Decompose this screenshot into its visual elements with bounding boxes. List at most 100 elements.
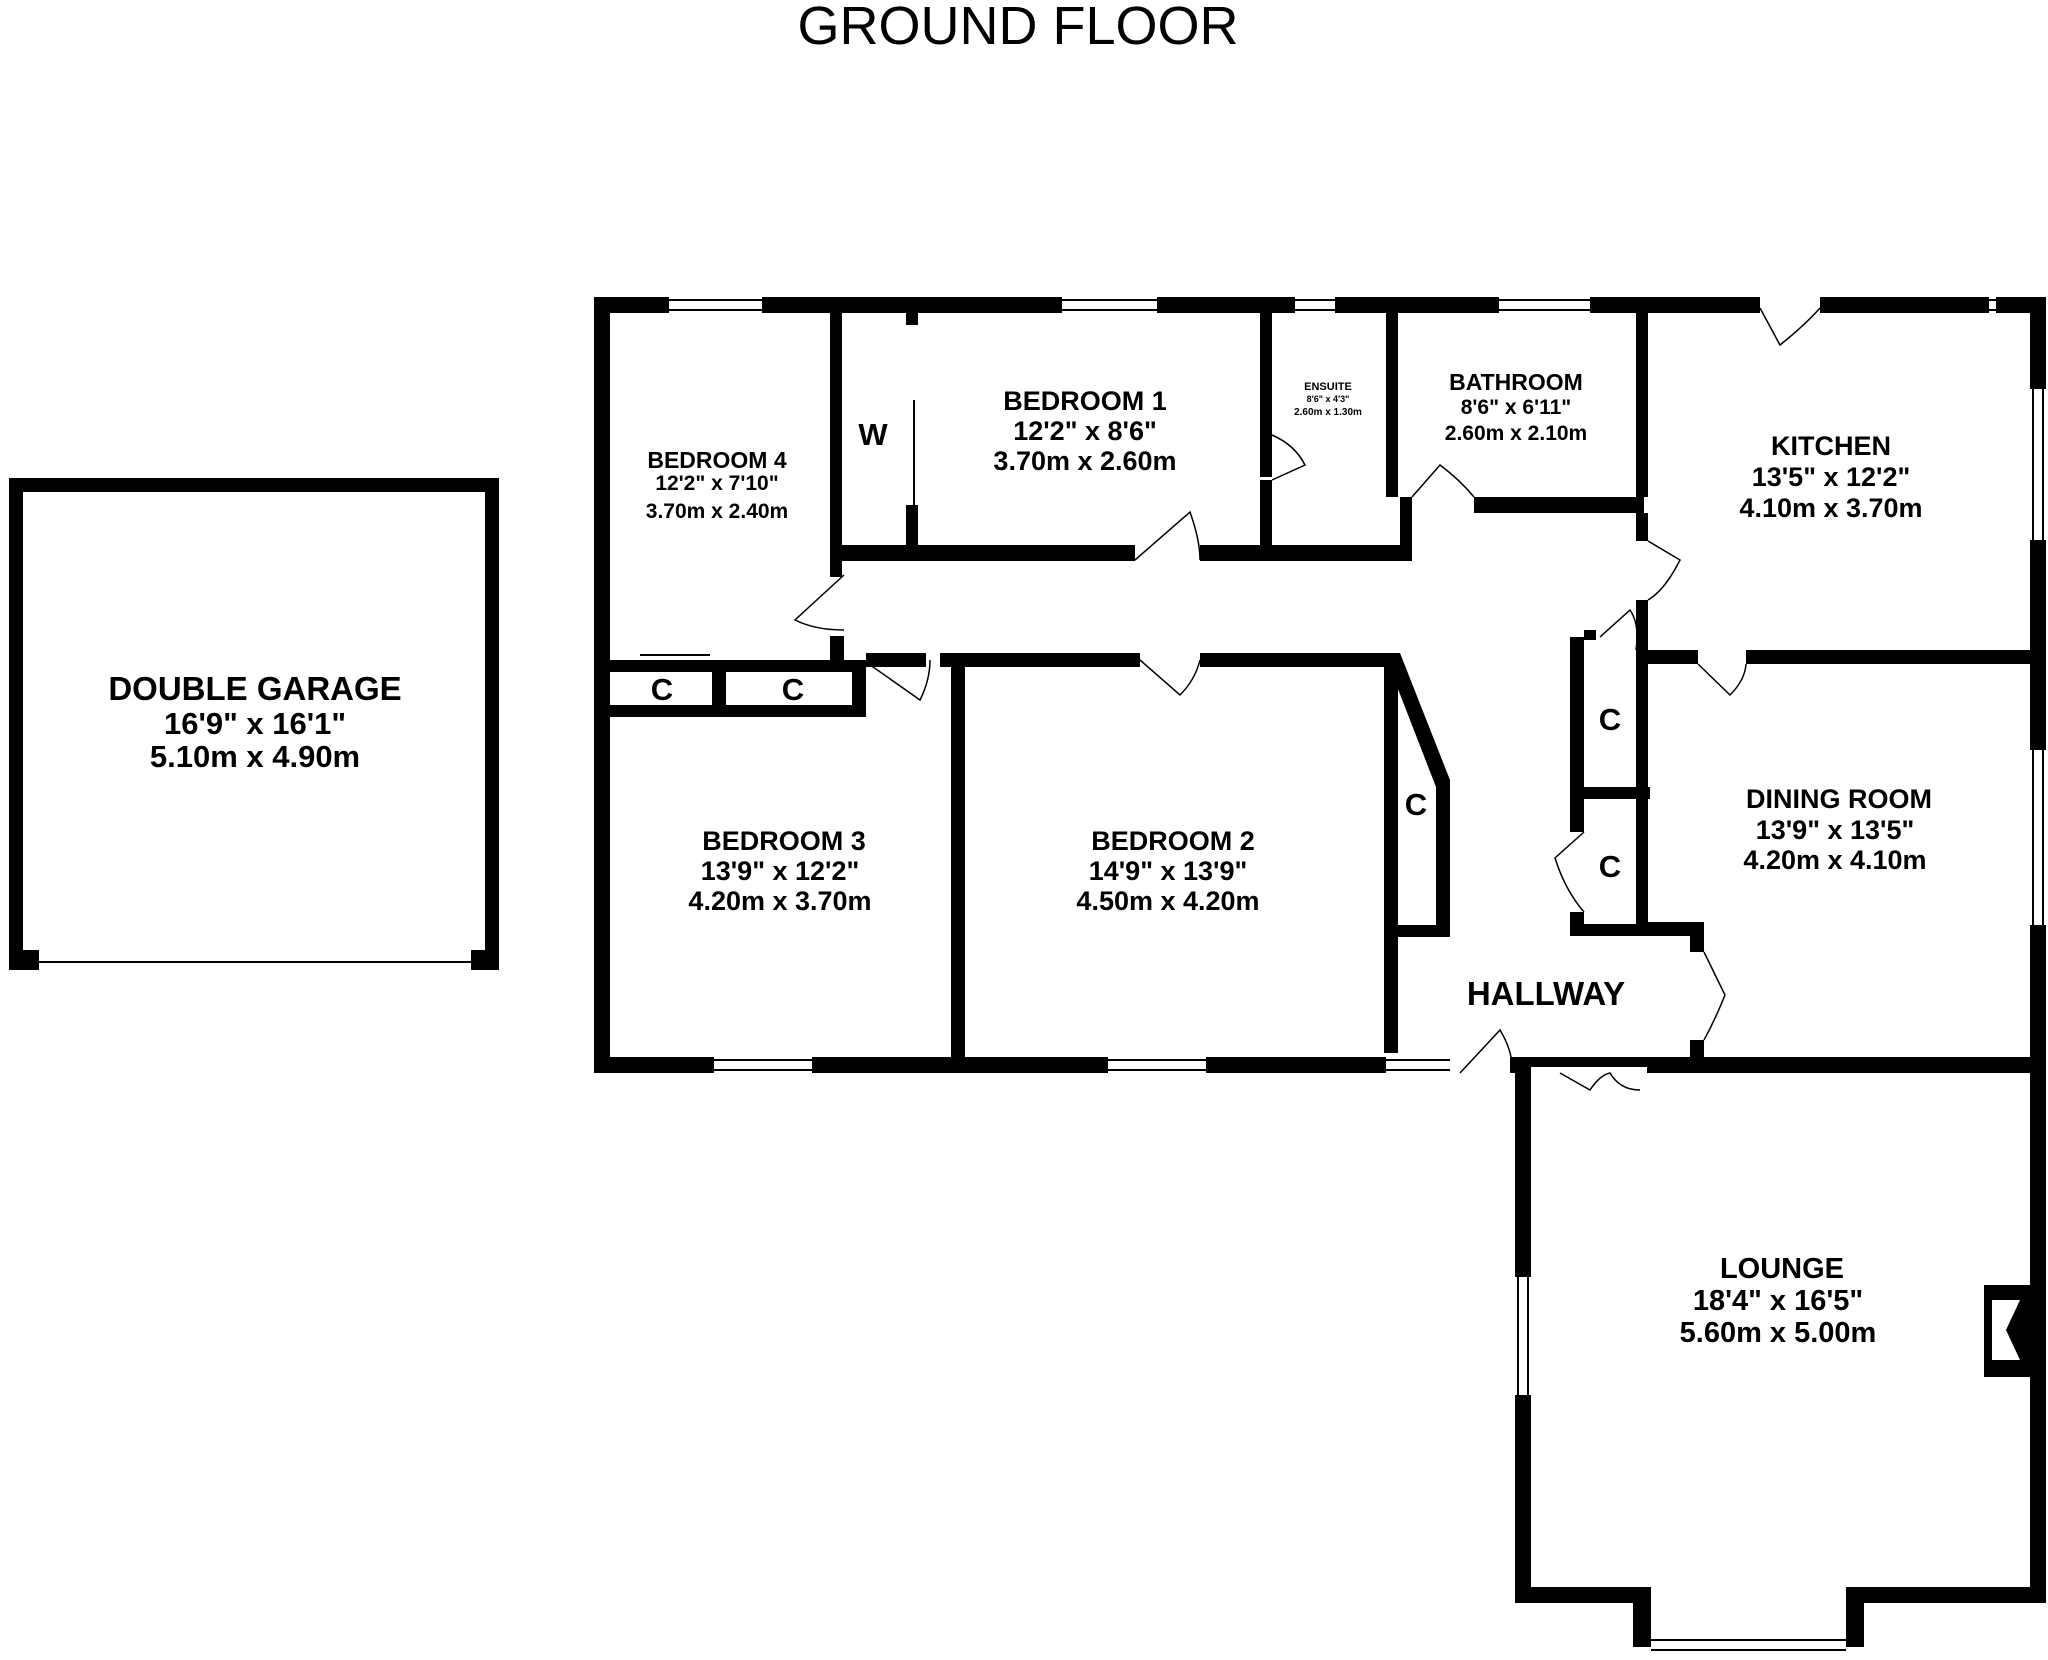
- kitchen-name: KITCHEN: [1771, 431, 1891, 461]
- wall: [1384, 925, 1450, 937]
- wall: [1260, 480, 1272, 545]
- wall: [594, 660, 864, 672]
- wall: [1570, 787, 1650, 799]
- wall: [1474, 497, 1644, 513]
- bathroom-name: BATHROOM: [1449, 369, 1583, 395]
- wall: [940, 653, 1140, 667]
- bedroom4-imperial: 12'2" x 7'10": [655, 472, 778, 495]
- wardrobe-label: W: [858, 417, 888, 452]
- kitchen-metric: 4.10m x 3.70m: [1739, 493, 1922, 523]
- dining-name: DINING ROOM: [1746, 784, 1932, 814]
- wall: [830, 297, 842, 577]
- bedroom3-imperial: 13'9" x 12'2": [701, 856, 860, 886]
- wall: [1570, 637, 1584, 787]
- garage-metric: 5.10m x 4.90m: [150, 739, 360, 774]
- wall: [951, 660, 965, 1072]
- cupboard-label: C: [782, 672, 804, 707]
- room-labels: DOUBLE GARAGE 16'9" x 16'1" 5.10m x 4.90…: [108, 369, 1932, 1349]
- wall: [1846, 1587, 1864, 1647]
- lounge-imperial: 18'4" x 16'5": [1693, 1285, 1863, 1317]
- wall: [1518, 1057, 1648, 1067]
- windows: [669, 299, 2044, 1071]
- wall: [1400, 497, 1412, 561]
- wall: [2030, 540, 2046, 750]
- lounge-windows: [1517, 1277, 1846, 1651]
- fireplace-hearth: [1992, 1300, 2020, 1360]
- wall: [866, 653, 926, 667]
- bedroom4-name: BEDROOM 4: [647, 447, 787, 473]
- wall: [1384, 653, 1450, 787]
- wall: [1852, 1587, 2046, 1603]
- wall: [1636, 600, 1648, 650]
- wall: [1570, 924, 1650, 936]
- cupboard-label: C: [1405, 787, 1427, 822]
- bedroom3-metric: 4.20m x 3.70m: [688, 886, 871, 916]
- ensuite-name: ENSUITE: [1304, 381, 1352, 393]
- wall: [1515, 1587, 1635, 1603]
- cupboard-doors: [640, 654, 1391, 890]
- cupboard-label: C: [1599, 849, 1621, 884]
- garage-wall: [9, 478, 23, 970]
- wall: [1157, 297, 1295, 313]
- garage-name: DOUBLE GARAGE: [108, 670, 401, 707]
- bedroom4-metric: 3.70m x 2.40m: [646, 500, 788, 523]
- wall: [1515, 1395, 1531, 1600]
- lounge-metric: 5.60m x 5.00m: [1680, 1317, 1877, 1349]
- wall: [2030, 1065, 2046, 1603]
- wall: [830, 545, 1135, 561]
- wall: [594, 705, 724, 717]
- ensuite-imperial: 8'6" x 4'3": [1307, 394, 1350, 404]
- wall: [2030, 925, 2046, 1065]
- wall: [1647, 1057, 2046, 1073]
- bedroom1-name: BEDROOM 1: [1003, 386, 1167, 416]
- wall: [1636, 650, 1698, 664]
- bedroom2-metric: 4.50m x 4.20m: [1076, 886, 1259, 916]
- cupboard-label: C: [1599, 702, 1621, 737]
- wall: [1690, 1040, 1704, 1070]
- door-swings: [793, 307, 1821, 1091]
- wall: [594, 297, 610, 1073]
- wall: [1636, 922, 1698, 936]
- bedroom1-metric: 3.70m x 2.60m: [993, 446, 1176, 476]
- dining-imperial: 13'9" x 13'5": [1756, 815, 1915, 845]
- wall: [1633, 1587, 1651, 1647]
- wall: [594, 1057, 714, 1073]
- fireplace: [1984, 1285, 2030, 1377]
- wall: [852, 660, 866, 717]
- floor-title: GROUND FLOOR: [797, 0, 1238, 56]
- wall: [1200, 545, 1400, 561]
- wall: [906, 505, 918, 545]
- wall: [1820, 297, 1860, 313]
- wall: [2030, 297, 2046, 389]
- garage-wall: [9, 478, 498, 492]
- lounge-name: LOUNGE: [1720, 1253, 1844, 1285]
- wall: [1515, 1057, 1531, 1277]
- cupboard-label: C: [651, 672, 673, 707]
- garage-wall: [471, 950, 499, 970]
- bedroom1-imperial: 12'2" x 8'6": [1013, 416, 1157, 446]
- wall: [1590, 297, 1760, 313]
- ensuite-metric: 2.60m x 1.30m: [1294, 407, 1362, 418]
- wall: [594, 297, 669, 313]
- wall: [1386, 297, 1398, 497]
- wall: [1636, 297, 1648, 497]
- bedroom2-name: BEDROOM 2: [1091, 826, 1255, 856]
- garage-wall: [485, 478, 499, 970]
- wall: [906, 297, 918, 325]
- garage-imperial: 16'9" x 16'1": [164, 706, 346, 741]
- bedroom2-imperial: 14'9" x 13'9": [1089, 856, 1248, 886]
- wall: [1206, 1057, 1386, 1073]
- wall: [1690, 922, 1704, 952]
- bathroom-imperial: 8'6" x 6'11": [1461, 396, 1572, 419]
- bedroom3-name: BEDROOM 3: [702, 826, 866, 856]
- wall: [1746, 650, 2046, 664]
- bathroom-metric: 2.60m x 2.10m: [1445, 422, 1587, 445]
- wall: [712, 660, 726, 717]
- wall: [1584, 630, 1596, 640]
- kitchen-imperial: 13'5" x 12'2": [1752, 462, 1911, 492]
- wall: [1570, 797, 1584, 832]
- wall: [830, 636, 844, 666]
- garage: [9, 478, 499, 970]
- wall: [1436, 780, 1450, 935]
